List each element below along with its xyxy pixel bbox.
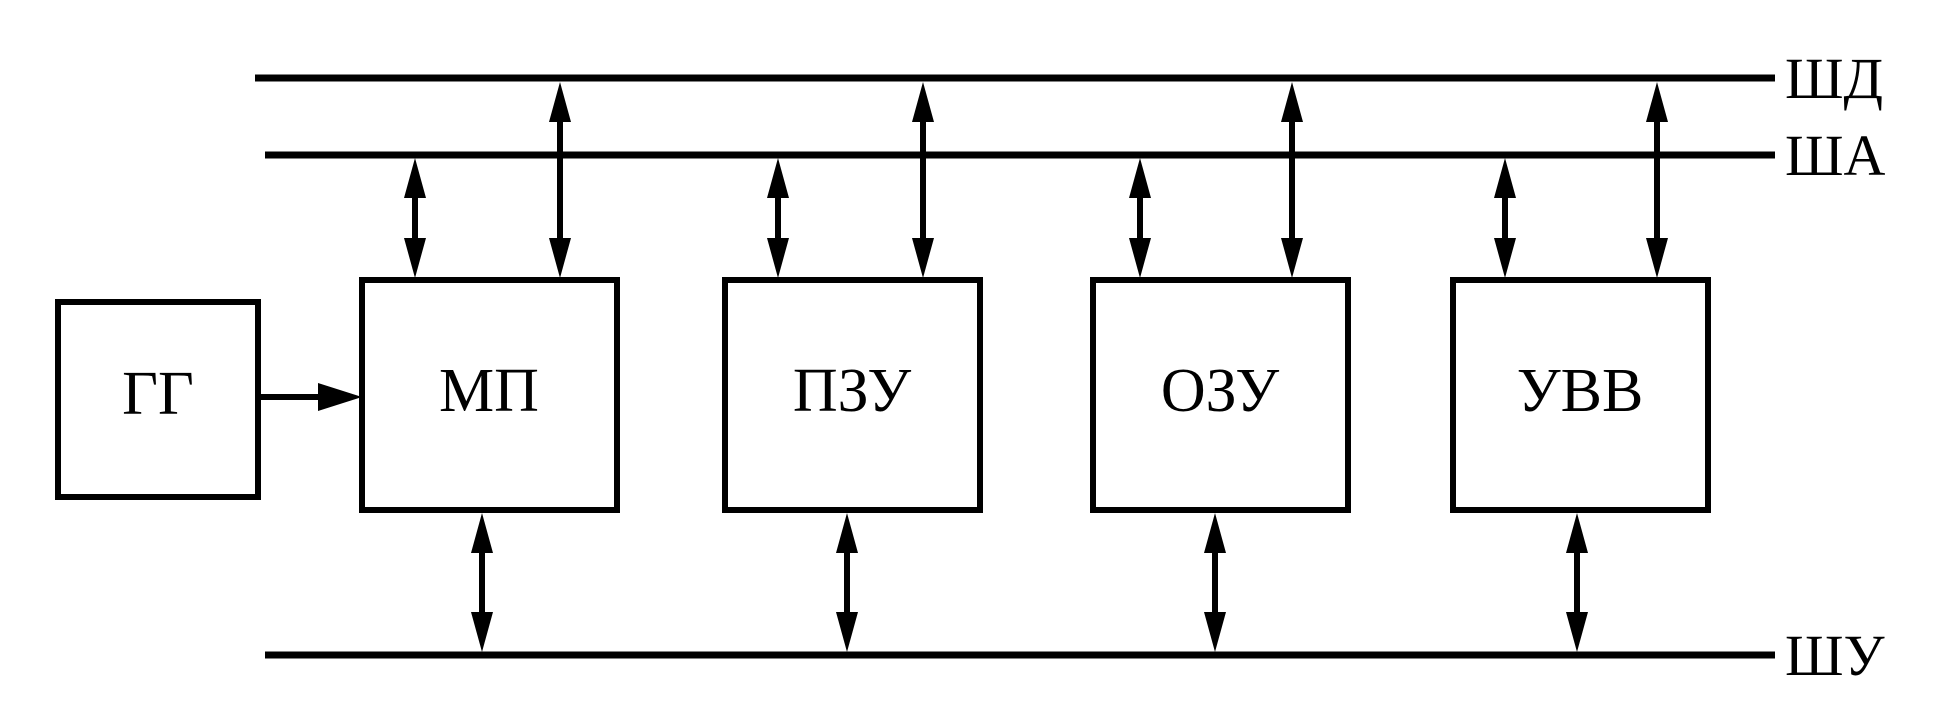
ozu-address-link [1129,158,1151,278]
uvv-data-link [1646,82,1668,278]
block-uvv-box [1450,277,1711,513]
block-gg-box [55,299,261,500]
clock-to-mp-arrow [261,383,362,411]
pzu-control-link [836,513,858,652]
pzu-address-link [767,158,789,278]
ozu-control-link [1204,513,1226,652]
block-ozu: ОЗУ [1090,277,1351,513]
mp-address-link [404,158,426,278]
uvv-address-link [1494,158,1516,278]
block-uvv: УВВ [1450,277,1711,513]
control-bus-label: ШУ [1785,623,1886,688]
block-mp-box [359,277,620,513]
block-uvv-label: УВВ [1517,357,1644,425]
block-mp: МП [359,277,620,513]
mp-data-link [549,82,571,278]
block-gg: ГГ [55,299,261,500]
data-bus-label: ШД [1785,46,1883,111]
pzu-data-link [912,82,934,278]
uvv-control-link [1566,513,1588,652]
block-pzu-box [722,277,983,513]
ozu-data-link [1281,82,1303,278]
block-pzu: ПЗУ [722,277,983,513]
block-ozu-label: ОЗУ [1161,357,1279,425]
mp-control-link [471,513,493,652]
address-bus-label: ША [1785,123,1886,188]
block-ozu-box [1090,277,1351,513]
block-mp-label: МП [439,357,539,425]
block-pzu-label: ПЗУ [793,357,911,425]
block-gg-label: ГГ [122,360,194,428]
